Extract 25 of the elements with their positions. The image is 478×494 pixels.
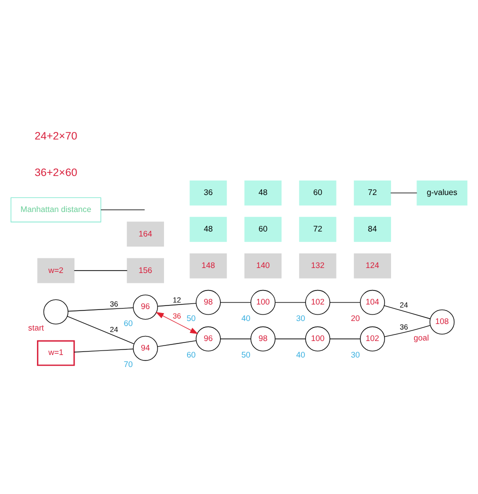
node-circle xyxy=(43,299,68,324)
edge-label: 12 xyxy=(172,295,181,304)
connector xyxy=(330,302,361,303)
edge-label: 36 xyxy=(400,322,408,332)
arrow xyxy=(156,312,198,334)
edge-label: 24 xyxy=(110,325,118,334)
connector xyxy=(220,302,252,303)
connector xyxy=(67,316,134,344)
label: 36+2×60 xyxy=(34,166,78,179)
edge-label: 36 xyxy=(172,311,181,320)
connector xyxy=(74,270,128,271)
edge-label: 24 xyxy=(400,300,408,310)
connector xyxy=(384,325,430,338)
connector xyxy=(74,348,134,352)
connector xyxy=(274,302,306,303)
connector xyxy=(68,307,134,312)
connector xyxy=(220,338,252,340)
connector xyxy=(274,338,306,340)
edge-label: 36 xyxy=(110,299,118,308)
connector xyxy=(390,192,418,194)
connector xyxy=(157,340,196,347)
connector xyxy=(384,305,430,320)
connector xyxy=(330,338,361,340)
connector xyxy=(157,302,196,307)
label: 24+2×70 xyxy=(34,130,78,142)
